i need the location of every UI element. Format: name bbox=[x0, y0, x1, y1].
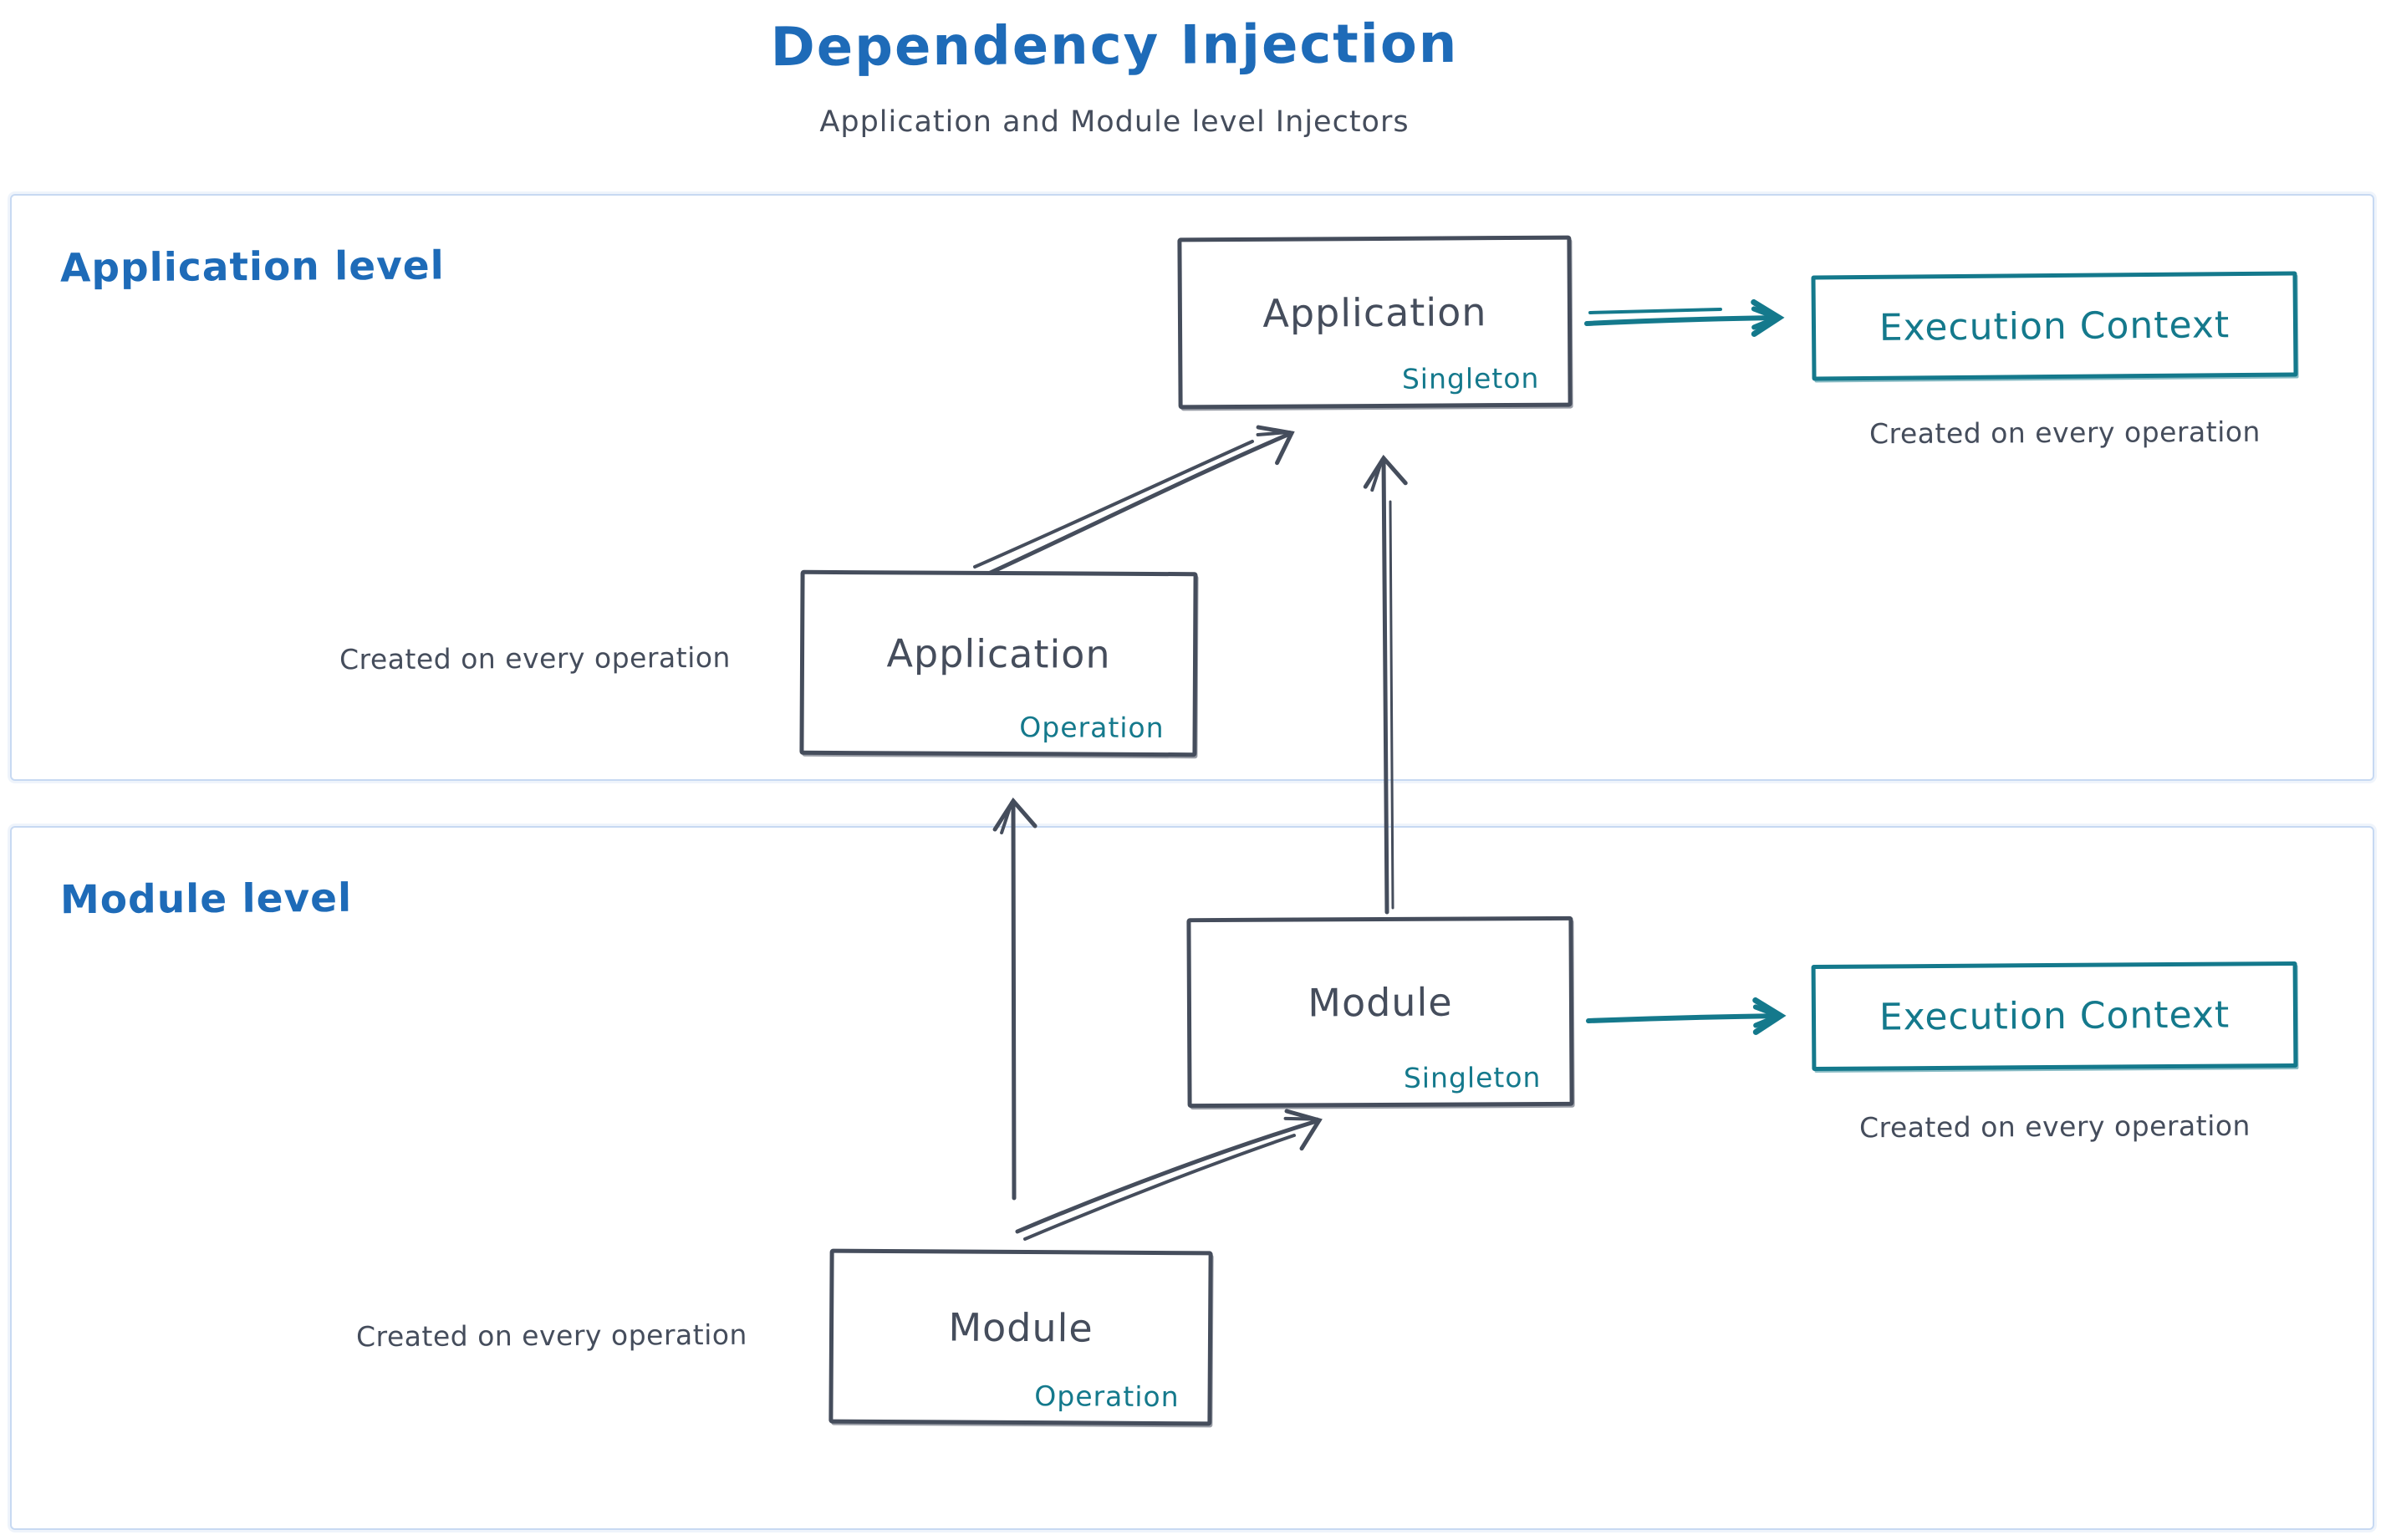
caption-application-execution-context: Created on every operation bbox=[1869, 415, 2261, 451]
module-level-frame: Module level bbox=[10, 826, 2374, 1530]
node-module-operation: Module Operation bbox=[828, 1248, 1213, 1426]
application-level-frame: Application level bbox=[10, 194, 2374, 781]
application-level-label: Application level bbox=[59, 242, 445, 292]
node-application-singleton: Application Singleton bbox=[1177, 235, 1573, 410]
execution-context-label: Execution Context bbox=[1879, 993, 2231, 1039]
module-level-label: Module level bbox=[59, 875, 353, 924]
caption-module-operation: Created on every operation bbox=[355, 1318, 748, 1354]
node-application-operation: Application Operation bbox=[799, 569, 1198, 757]
node-badge-singleton: Singleton bbox=[1401, 361, 1540, 395]
node-badge-singleton: Singleton bbox=[1403, 1060, 1542, 1094]
node-badge-operation: Operation bbox=[1034, 1379, 1180, 1414]
caption-module-execution-context: Created on every operation bbox=[1858, 1109, 2251, 1145]
diagram-title: Dependency Injection bbox=[770, 13, 1459, 79]
execution-context-label: Execution Context bbox=[1879, 303, 2231, 349]
node-title: Application bbox=[1262, 288, 1487, 336]
node-module-singleton: Module Singleton bbox=[1186, 915, 1574, 1109]
execution-context-box-application: Execution Context bbox=[1811, 271, 2298, 381]
diagram-header: Dependency Injection Application and Mod… bbox=[0, 13, 2229, 139]
node-title: Module bbox=[1308, 979, 1453, 1025]
execution-context-box-module: Execution Context bbox=[1811, 961, 2298, 1072]
node-title: Application bbox=[886, 630, 1111, 677]
node-badge-operation: Operation bbox=[1019, 711, 1165, 745]
node-title: Module bbox=[948, 1303, 1094, 1351]
caption-application-operation: Created on every operation bbox=[339, 640, 732, 676]
diagram-subtitle: Application and Module level Injectors bbox=[819, 105, 1410, 139]
